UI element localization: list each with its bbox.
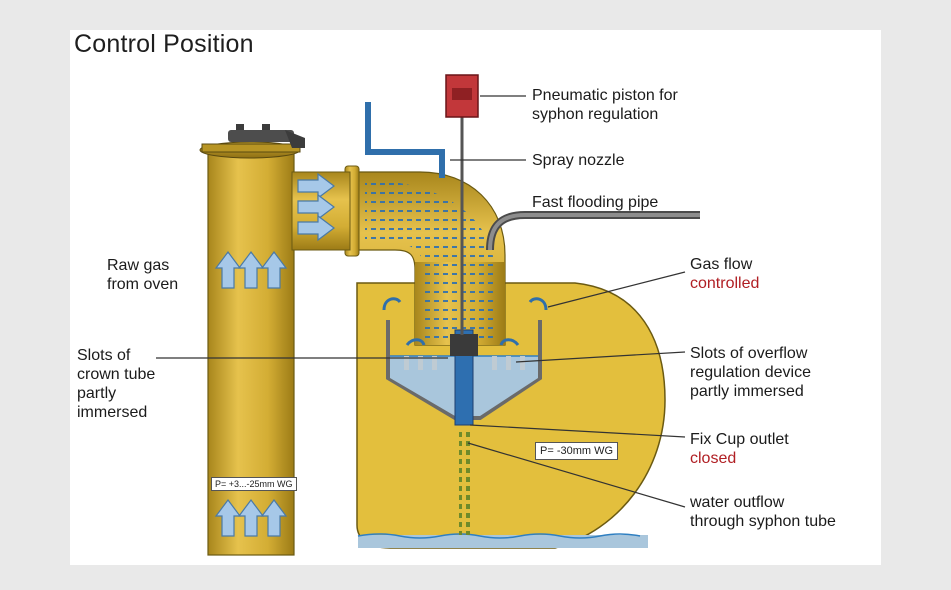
pressure-riser-badge: P= +3...-25mm WG [211, 477, 297, 491]
label-line: Gas flow [690, 256, 753, 273]
gas-arrow-right [297, 172, 335, 200]
outflow-stream [459, 430, 471, 535]
gas-arrow-up [214, 499, 242, 537]
fast-flooding-pipe [486, 211, 700, 251]
collecting-tank [356, 282, 666, 549]
curved-flow-arrow [528, 297, 548, 311]
leader-line [515, 351, 686, 363]
label-spray-nozzle: Spray nozzle [532, 152, 625, 169]
label-line-status: closed [690, 450, 737, 467]
label-fast-flooding-pipe: Fast flooding pipe [532, 194, 659, 211]
label-raw-gas: Raw gas from oven [107, 256, 178, 294]
spray-nozzle-pipe [365, 102, 445, 178]
label-line: water outflow [690, 494, 785, 511]
tank-water-line [357, 533, 641, 539]
riser-lid [228, 124, 305, 148]
gas-arrow-up [237, 251, 265, 289]
gas-arrow-up [260, 499, 288, 537]
label-line: Pneumatic piston for [532, 87, 678, 104]
curved-flow-arrow [499, 338, 520, 346]
label-line: crown tube [77, 366, 156, 383]
label-line: partly immersed [690, 383, 804, 400]
leader-line [469, 424, 686, 438]
leader-line [467, 442, 686, 508]
label-pneumatic-piston: Pneumatic piston for syphon regulation [532, 86, 678, 124]
label-line: Fix Cup outlet [690, 431, 789, 448]
label-line: immersed [77, 404, 148, 421]
curved-flow-arrow [382, 297, 402, 311]
label-fix-cup-outlet: Fix Cup outlet closed [690, 430, 789, 468]
label-crown-tube: Slots of crown tube partly immersed [77, 346, 155, 422]
label-line: from oven [107, 276, 179, 293]
label-overflow-regulation: Slots of overflow regulation device part… [690, 344, 811, 401]
fix-cup [450, 334, 478, 356]
gas-arrow-right [297, 214, 335, 242]
label-line: through syphon tube [690, 513, 836, 530]
gas-arrow-up [260, 251, 288, 289]
label-line: Raw gas [107, 257, 170, 274]
curved-flow-arrow [405, 338, 426, 346]
label-line: syphon regulation [532, 106, 659, 123]
label-line-status: controlled [690, 275, 760, 292]
leader-line [547, 271, 686, 308]
pneumatic-piston [445, 74, 479, 118]
gas-arrow-up [237, 499, 265, 537]
label-gas-flow: Gas flow controlled [690, 255, 759, 293]
label-line: Slots of overflow [690, 345, 808, 362]
page-title: Control Position [74, 30, 254, 58]
gas-arrow-up [214, 251, 242, 289]
label-water-outflow: water outflow through syphon tube [690, 493, 836, 531]
label-line: partly [77, 385, 117, 402]
pressure-tank-badge: P= -30mm WG [535, 442, 619, 460]
gas-arrow-right [297, 193, 335, 221]
label-line: regulation device [690, 364, 811, 381]
label-line: Slots of [77, 347, 131, 364]
